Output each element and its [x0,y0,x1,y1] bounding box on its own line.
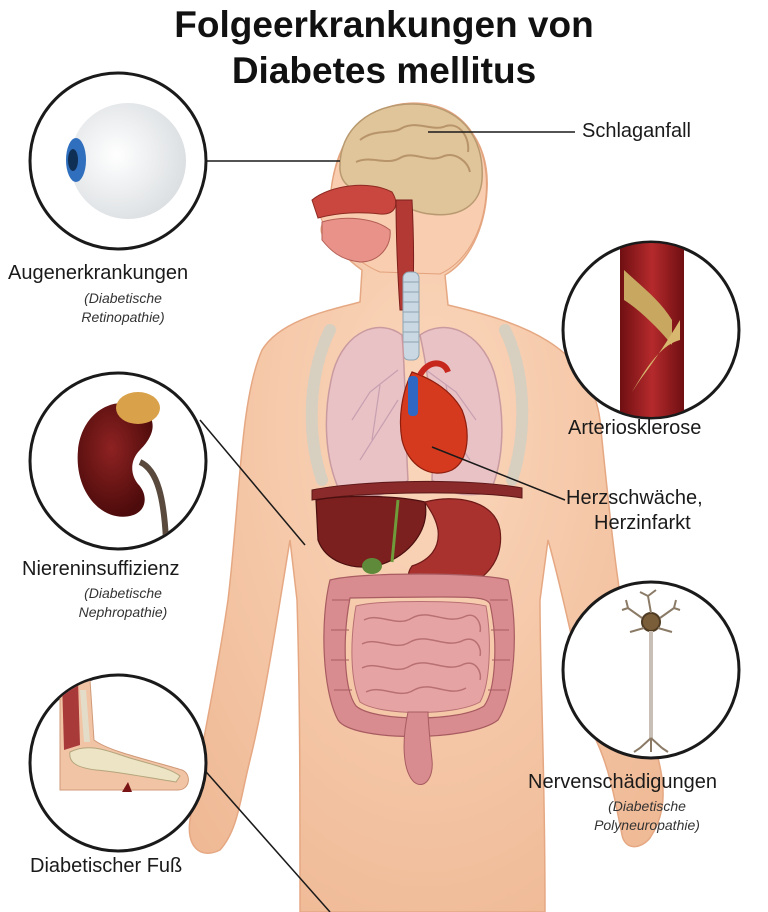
label-kidney: Niereninsuffizienz [22,558,180,581]
leg-muscle [62,680,80,750]
label-eye-sub-2: Retinopathie) [58,308,188,327]
label-kidney-sub-1: (Diabetische [58,584,188,603]
label-heart-1: Herzschwäche, [566,487,703,510]
gallbladder [362,558,382,574]
label-eye-sub-1: (Diabetische [58,289,188,308]
eye-inset [30,73,206,249]
neuron-body [642,613,660,631]
label-heart-2: Herzinfarkt [594,512,691,535]
label-kidney-sub-2: Nephropathie) [58,603,188,622]
rectum [404,712,432,785]
label-eye-sub: (Diabetische Retinopathie) [58,289,188,327]
label-nerve-sub: (Diabetische Polyneuropathie) [572,797,722,835]
foot-inset [30,675,206,851]
nerve-inset [563,582,739,758]
title-line-2: Diabetes mellitus [0,52,768,89]
nasal-cavity [312,185,396,218]
label-artery: Arteriosklerose [568,417,701,440]
mouth-cavity [322,218,390,262]
trachea [403,272,419,360]
eyeball [70,103,186,219]
adrenal-gland [116,392,160,424]
title-line-1: Folgeerkrankungen von [0,6,768,43]
kidney-inset [30,373,206,549]
label-nerve: Nervenschädigungen [528,771,717,794]
label-nerve-sub-1: (Diabetische [572,797,722,816]
label-stroke: Schlaganfall [582,120,691,143]
label-eye: Augenerkrankungen [8,262,188,285]
label-foot: Diabetischer Fuß [30,855,182,878]
pupil [68,149,78,171]
label-nerve-sub-2: Polyneuropathie) [572,816,722,835]
label-kidney-sub: (Diabetische Nephropathie) [58,584,188,622]
vena-cava [408,376,418,416]
